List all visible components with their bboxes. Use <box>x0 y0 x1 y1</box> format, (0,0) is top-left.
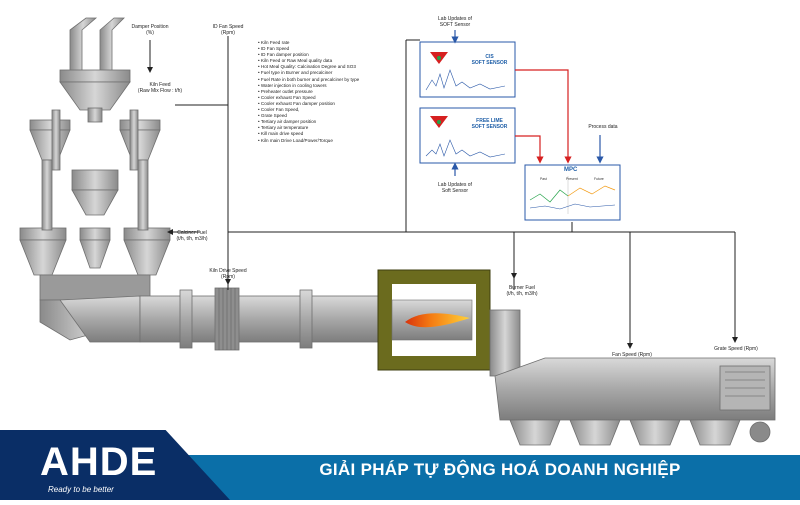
parameter-item: ID Fan damper position <box>258 52 359 58</box>
burner-flame <box>405 313 470 328</box>
label-grate-speed: Grate Speed (Rpm) <box>714 346 758 352</box>
label-lab-updates-top: Lab Updates of SOFT Sensor <box>438 16 472 28</box>
parameter-item: Kiln main Drive Load/Power/Torque <box>258 138 359 144</box>
mpc-panel <box>524 164 621 221</box>
parameter-item: Kill main drive speed <box>258 131 359 137</box>
mpc-label-present: Present <box>566 177 578 181</box>
parameter-item: Cooler Fan Speed, <box>258 107 359 113</box>
mpc-panel-title: MPC <box>564 167 578 173</box>
cis-panel <box>419 41 516 98</box>
cis-panel-title: CIS SOFT SENSOR <box>471 54 508 66</box>
label-kiln-drive-speed: Kiln Drive Speed (Rpm) <box>209 268 247 280</box>
free-lime-panel <box>419 107 516 164</box>
signal-lines <box>147 36 738 349</box>
mpc-label-past: Past <box>540 177 547 181</box>
label-lab-updates-bottom: Lab Updates of Soft Sensor <box>438 182 472 194</box>
parameter-item: Grate Speed <box>258 113 359 119</box>
parameter-item: Water injection in cooling towers <box>258 83 359 89</box>
label-process-data: Process data <box>588 124 618 130</box>
label-burner-fuel: Burner Fuel (t/h, t/h, m3/h) <box>506 285 538 297</box>
parameter-item: Hot Meal Quality: Calcination Degree and… <box>258 64 359 70</box>
clinker-cooler <box>489 309 776 446</box>
brand-logo: AHDE <box>40 440 158 484</box>
parameter-item: Fuel type in Burner and precalciner <box>258 70 359 76</box>
parameter-list: Kiln Feed rateID Fan SpeedID Fan damper … <box>258 40 359 144</box>
parameter-item: Tertiary air temperature <box>258 125 359 131</box>
parameter-item: Cooler exhaust Fan Speed <box>258 95 359 101</box>
data-links <box>451 30 604 176</box>
parameter-item: Preheater outlet pressure <box>258 89 359 95</box>
label-calciner-fuel: Calciner Fuel (t/h, t/h, m3/h) <box>176 230 208 242</box>
brand-tagline: Ready to be better <box>48 485 114 494</box>
parameter-item: Kiln Feed rate <box>258 40 359 46</box>
label-damper-position: Damper Position (%) <box>131 24 169 36</box>
footer-slogan: GIẢI PHÁP TỰ ĐỘNG HOÁ DOANH NGHIỆP <box>319 460 681 479</box>
label-kiln-feed: Kiln Feed (Raw Mix Flow : t/h) <box>137 82 183 94</box>
burner-hood <box>377 269 491 371</box>
parameter-item: ID Fan Speed <box>258 46 359 52</box>
parameter-item: Tertiary air damper position <box>258 119 359 125</box>
parameter-item: Fuel Rate in both burner and precalciner… <box>258 77 359 83</box>
label-id-fan-speed: ID Fan Speed (Rpm) <box>212 24 244 36</box>
parameter-item: Kiln Feed or Raw Meal quality data <box>258 58 359 64</box>
parameter-item: Cooler exhaust Fan damper position <box>258 101 359 107</box>
mpc-label-future: Future <box>594 177 604 181</box>
free-lime-panel-title: FREE LIME SOFT SENSOR <box>471 118 508 130</box>
rotary-kiln <box>59 287 391 351</box>
preheater-tower <box>19 17 171 341</box>
label-fan-speed: Fan Speed (Rpm) <box>612 352 652 358</box>
